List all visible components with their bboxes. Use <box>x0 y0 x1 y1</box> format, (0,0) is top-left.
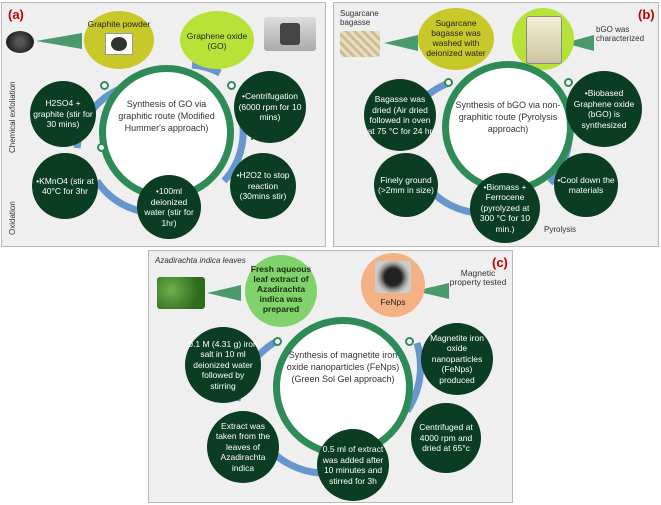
panel-c-right-bottom-node: Centrifuged at 4000 rpm and dried at 65°… <box>411 403 481 473</box>
panel-b: (b) Sugarcane bagasse Sugarcane bagasse … <box>333 2 659 247</box>
panel-c: (c) Azadirachta indica leaves Fresh aque… <box>148 250 513 503</box>
go-vial-image <box>264 17 316 51</box>
graphite-sample-image <box>105 33 133 55</box>
panel-b-center-text: Synthesis of bGO via non-graphitic route… <box>455 100 561 134</box>
panel-b-tag: (b) <box>638 7 655 22</box>
bagasse-wash-text: Sugarcane bagasse was washed with deioni… <box>426 18 486 58</box>
graphene-oxide-label: Graphene oxide (GO) <box>186 31 248 51</box>
panel-b-ring-dot-1 <box>444 78 453 87</box>
panel-b-right-top-node: •Biobased Graphene oxide (bGO) is synthe… <box>566 71 642 147</box>
panel-b-ring-dot-2 <box>564 78 573 87</box>
fenps-node: FeNps <box>361 253 425 317</box>
graphite-image <box>6 31 34 53</box>
panel-a-bottom-node: •100ml deionized water (stir for 1hr) <box>137 175 201 239</box>
panel-c-center-text: Synthesis of magnetite iron oxide nanopa… <box>286 350 400 384</box>
panel-a-ring-dot-3 <box>97 143 106 152</box>
neem-leaves-label: Azadirachta indica leaves <box>155 256 246 265</box>
neem-leaves-image <box>157 277 205 309</box>
chemical-exfoliation-label: Chemical exfoliation <box>8 81 17 153</box>
panel-b-bottom-node: •Biomass + Ferrocene (pyrolyzed at 300 °… <box>470 173 540 243</box>
fenps-label: FeNps <box>380 297 406 307</box>
panel-a-center-text: Synthesis of GO via graphitic route (Mod… <box>118 99 215 133</box>
panel-c-right-top-node: Magnetite iron oxide nanoparticles (FeNp… <box>421 323 493 395</box>
panel-a-right-top-node: •Centrifugation (6000 rpm for 10 mins) <box>234 71 306 143</box>
bgo-characterized-label: bGO was characterized <box>596 25 645 43</box>
panel-a: (a) Graphite powder Graphene oxide (GO) … <box>1 2 326 247</box>
bagasse-image <box>340 31 380 57</box>
graphite-powder-label: Graphite powder <box>87 19 151 29</box>
panel-c-bottom-node: 0.5 ml of extract was added after 10 min… <box>317 429 389 501</box>
panel-c-left-top-node: 0.1 M (4.31 g) iron salt in 10 ml deioni… <box>185 327 261 403</box>
panel-b-left-bottom-node: Finely ground (>2mm in size) <box>374 153 438 217</box>
graphite-powder-node: Graphite powder <box>84 11 154 69</box>
panel-a-ring-dot-2 <box>227 81 236 90</box>
panel-c-left-bottom-node: Extract was taken from the leaves of Aza… <box>207 411 279 483</box>
pyrolysis-label: Pyrolysis <box>544 225 577 234</box>
panel-b-left-top-node: Bagasse was dried (Air dried followed in… <box>364 79 436 151</box>
panel-a-right-bottom-node: •H2O2 to stop reaction (30mins stir) <box>230 153 296 219</box>
panel-a-tag: (a) <box>8 7 24 22</box>
graphene-oxide-node: Graphene oxide (GO) <box>180 11 254 69</box>
panel-c-ring-dot-1 <box>273 337 282 346</box>
panel-a-left-top-node: H2SO4 + graphite (stir for 30 mins) <box>30 81 96 147</box>
panel-c-tag: (c) <box>492 255 508 270</box>
fenps-image <box>375 261 411 293</box>
leaf-extract-node: Fresh aqueous leaf extract of Azadiracht… <box>245 255 317 327</box>
leaf-extract-text: Fresh aqueous leaf extract of Azadiracht… <box>250 264 312 314</box>
bgo-node <box>512 8 574 70</box>
panel-b-right-bottom-node: •Cool down the materials <box>554 153 618 217</box>
panel-a-ring-dot-1 <box>100 81 109 90</box>
bagasse-label: Sugarcane bagasse <box>340 9 379 27</box>
bgo-jar-image <box>526 16 562 64</box>
magnetic-property-label: Magnetic property tested <box>449 268 507 287</box>
oxidation-label: Oxidation <box>8 201 17 235</box>
panel-c-ring-dot-2 <box>405 337 414 346</box>
bagasse-wash-node: Sugarcane bagasse was washed with deioni… <box>418 8 494 70</box>
panel-a-left-bottom-node: •KMnO4 (stir at 40°C for 3hr <box>32 153 98 219</box>
